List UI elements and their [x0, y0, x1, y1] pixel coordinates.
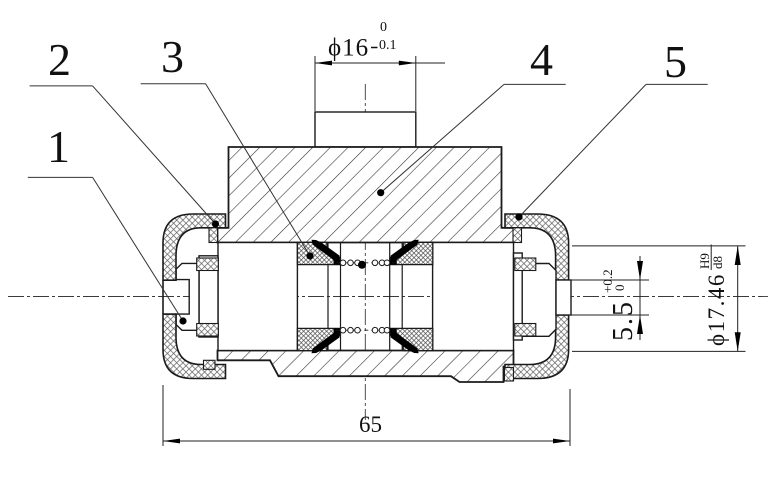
svg-text:0.1: 0.1 — [379, 38, 397, 53]
svg-text:+0.2: +0.2 — [600, 269, 615, 293]
svg-text:5: 5 — [664, 36, 687, 87]
svg-text:0: 0 — [380, 20, 387, 35]
svg-text:0: 0 — [612, 285, 627, 292]
svg-text:1: 1 — [47, 121, 70, 172]
svg-text:3: 3 — [161, 31, 184, 82]
svg-text:5.5: 5.5 — [608, 300, 639, 341]
svg-text:d8: d8 — [710, 256, 725, 269]
svg-text:4: 4 — [530, 34, 553, 85]
svg-text:ϕ17.46: ϕ17.46 — [704, 273, 729, 346]
svg-text:ϕ16: ϕ16 — [328, 35, 369, 62]
svg-text:65: 65 — [359, 412, 382, 437]
svg-text:H9: H9 — [697, 253, 712, 269]
svg-text:2: 2 — [48, 34, 71, 85]
